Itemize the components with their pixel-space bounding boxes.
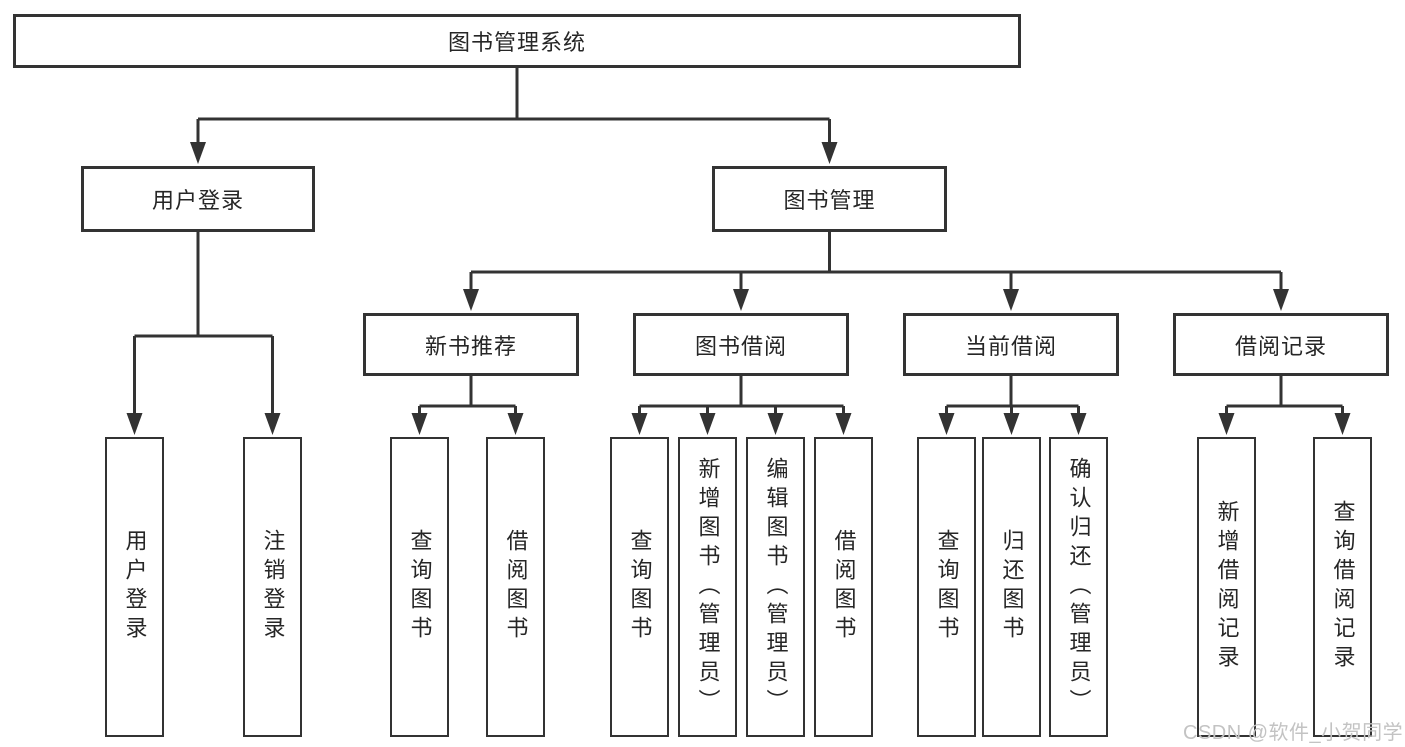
node-book-borrowing: 图书借阅 <box>633 313 849 376</box>
node-new-book-recommendation: 新书推荐 <box>363 313 579 376</box>
leaf-add-borrow-record-label: 新增借阅记录 <box>1214 500 1240 674</box>
leaf-borrow-books: 借阅图书 <box>814 437 873 737</box>
leaf-edit-books-admin: 编辑图书（管理员） <box>746 437 805 737</box>
leaf-edit-books-admin-label: 编辑图书（管理员） <box>763 456 789 718</box>
node-current-borrowing-label: 当前借阅 <box>964 333 1057 359</box>
leaf-borrow-books-recommend-label: 借阅图书 <box>503 529 529 645</box>
node-borrowing-records: 借阅记录 <box>1173 313 1389 376</box>
leaf-query-books-borrow: 查询图书 <box>610 437 669 737</box>
leaf-query-books-current: 查询图书 <box>917 437 976 737</box>
leaf-logout-login: 注销登录 <box>243 437 302 737</box>
node-root: 图书管理系统 <box>13 14 1021 68</box>
node-new-book-recommendation-label: 新书推荐 <box>424 333 517 359</box>
node-root-label: 图书管理系统 <box>447 30 586 55</box>
leaf-add-books-admin: 新增图书（管理员） <box>678 437 737 737</box>
leaf-logout-login-label: 注销登录 <box>260 529 286 645</box>
leaf-borrow-books-recommend: 借阅图书 <box>486 437 545 737</box>
leaf-user-login-label: 用户登录 <box>122 529 148 645</box>
leaf-borrow-books-label: 借阅图书 <box>831 529 857 645</box>
node-current-borrowing: 当前借阅 <box>903 313 1119 376</box>
arrowheads <box>126 142 1351 435</box>
leaf-query-books-current-label: 查询图书 <box>934 529 960 645</box>
leaf-confirm-return-admin-label: 确认归还（管理员） <box>1066 456 1092 718</box>
leaf-query-books-borrow-label: 查询图书 <box>627 529 653 645</box>
node-book-management: 图书管理 <box>712 166 947 232</box>
node-user-login: 用户登录 <box>81 166 315 232</box>
node-user-login-label: 用户登录 <box>151 188 244 213</box>
watermark: CSDN @软件_小贺同学 <box>1183 722 1404 744</box>
leaf-query-borrow-record-label: 查询借阅记录 <box>1330 500 1356 674</box>
node-borrowing-records-label: 借阅记录 <box>1234 333 1327 359</box>
node-book-borrowing-label: 图书借阅 <box>694 333 787 359</box>
leaf-confirm-return-admin: 确认归还（管理员） <box>1049 437 1108 737</box>
leaf-query-books-recommend: 查询图书 <box>390 437 449 737</box>
leaf-user-login: 用户登录 <box>105 437 164 737</box>
leaf-query-borrow-record: 查询借阅记录 <box>1313 437 1372 737</box>
leaf-add-books-admin-label: 新增图书（管理员） <box>695 456 721 718</box>
leaf-query-books-recommend-label: 查询图书 <box>407 529 433 645</box>
tree-edges <box>133 68 1344 415</box>
leaf-return-books-label: 归还图书 <box>999 529 1025 645</box>
node-book-management-label: 图书管理 <box>783 188 876 213</box>
leaf-return-books: 归还图书 <box>982 437 1041 737</box>
leaf-add-borrow-record: 新增借阅记录 <box>1197 437 1256 737</box>
